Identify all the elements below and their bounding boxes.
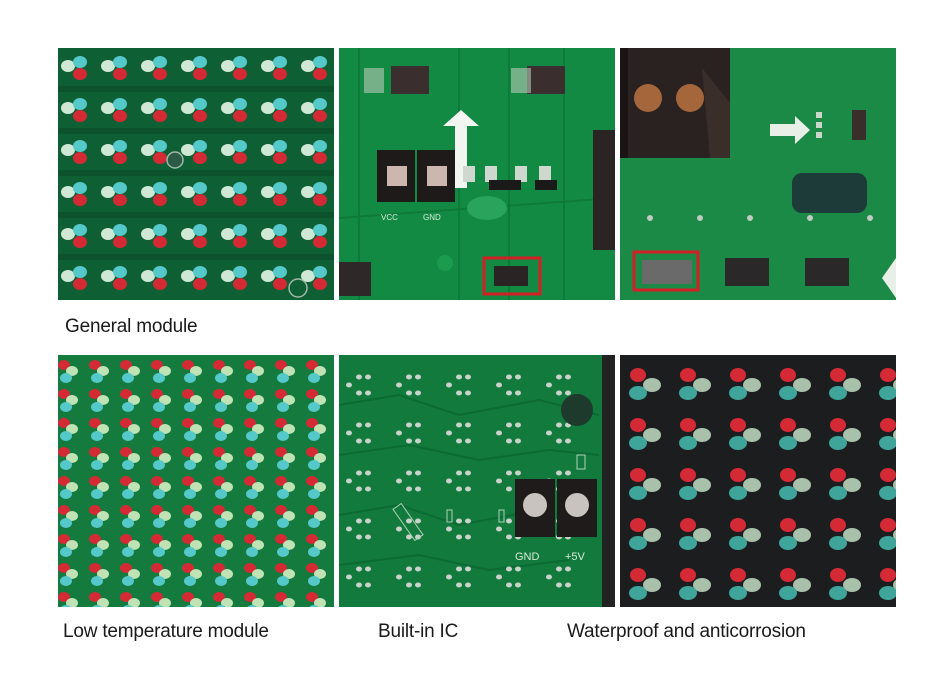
pcb-corrosion-photo — [620, 48, 896, 300]
gnd-label: GND — [423, 213, 441, 222]
caption-built-in-ic: Built-in IC — [378, 621, 459, 642]
caption-low-temperature-module: Low temperature module — [63, 621, 269, 642]
highlight-box — [482, 256, 542, 296]
gnd-label: GND — [515, 551, 540, 563]
pcb-circuit-image: VCC GND — [339, 48, 615, 300]
caption-waterproof-anticorrosion: Waterproof and anticorrosion — [567, 621, 806, 642]
general-module-photo — [58, 48, 334, 300]
caption-general-module: General module — [65, 316, 198, 337]
built-in-ic-image: GND +5V — [339, 355, 615, 607]
built-in-ic-photo: GND +5V — [339, 355, 615, 607]
waterproof-module-image — [620, 355, 896, 607]
pcb-corrosion-image — [620, 48, 896, 300]
highlight-box — [632, 250, 700, 292]
low-temperature-module-photo — [58, 355, 334, 607]
waterproof-module-photo — [620, 355, 896, 607]
general-module-image — [58, 48, 334, 300]
plus-5v-label: +5V — [565, 551, 586, 563]
low-temperature-module-image — [58, 355, 334, 607]
vcc-label: VCC — [381, 213, 398, 222]
pcb-circuit-photo: VCC GND — [339, 48, 615, 300]
